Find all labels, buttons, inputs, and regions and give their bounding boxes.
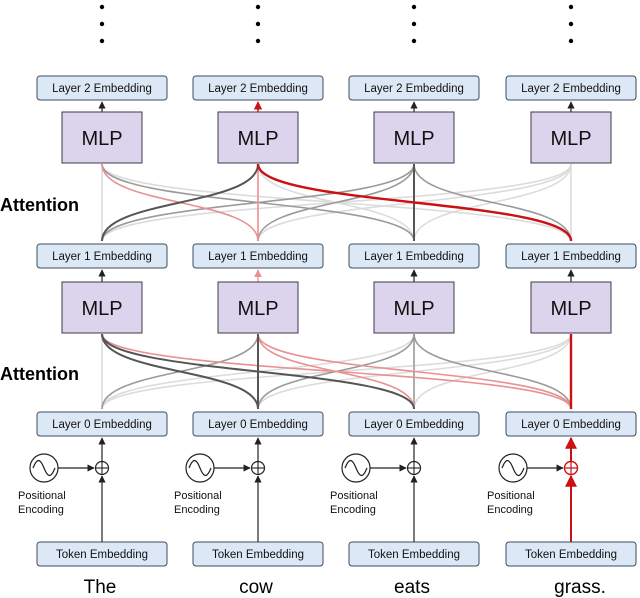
attention-lines-layer1	[101, 333, 573, 410]
attention-label-upper: Attention	[0, 195, 79, 215]
mlp-box-layer2	[217, 111, 299, 164]
layer2-embedding-label: Layer 2 Embedding	[364, 83, 464, 95]
attention-label-lower: Attention	[0, 364, 79, 384]
layer2-embedding-box	[192, 75, 324, 101]
layer1-embedding-box	[192, 243, 324, 269]
positional-encoding-label-line2: Encoding	[487, 504, 533, 516]
layer2-embedding-box	[36, 75, 168, 101]
positional-encoding-label-line1: Positional	[18, 490, 66, 502]
layer0-embedding-box	[36, 411, 168, 437]
continuation-dots	[99, 4, 574, 44]
layer2-embedding-box	[505, 75, 637, 101]
mlp-label: MLP	[393, 128, 434, 150]
mlp-label: MLP	[81, 298, 122, 320]
layer1-embedding-label: Layer 1 Embedding	[521, 251, 621, 263]
token-word: grass.	[554, 577, 606, 598]
attention-edge	[413, 163, 572, 242]
column-grass: Layer 2 Embedding MLP Layer 1 Embedding …	[487, 75, 637, 598]
layer1-embedding-box	[505, 243, 637, 269]
layer0-embedding-box	[348, 411, 480, 437]
mlp-label: MLP	[237, 128, 278, 150]
layer2-embedding-label: Layer 2 Embedding	[52, 83, 152, 95]
mlp-box-layer1	[217, 281, 299, 334]
column-eats: Layer 2 Embedding MLP Layer 1 Embedding …	[330, 75, 480, 598]
column-the: Layer 2 Embedding MLP Layer 1 Embedding …	[18, 75, 168, 598]
positional-encoding-label-line2: Encoding	[174, 504, 220, 516]
attention-lines-layer2	[101, 163, 573, 242]
attention-edge	[257, 333, 572, 410]
layer1-embedding-label: Layer 1 Embedding	[208, 251, 308, 263]
mlp-box-layer1	[373, 281, 455, 334]
token-embedding-label: Token Embedding	[368, 549, 460, 561]
mlp-label: MLP	[393, 298, 434, 320]
mlp-box-layer2	[373, 111, 455, 164]
positional-encoding-label-line2: Encoding	[18, 504, 64, 516]
mlp-box-layer1	[530, 281, 612, 334]
mlp-label: MLP	[81, 128, 122, 150]
layer1-embedding-label: Layer 1 Embedding	[364, 251, 464, 263]
layer2-embedding-label: Layer 2 Embedding	[521, 83, 621, 95]
mlp-box-layer2	[530, 111, 612, 164]
layer1-embedding-label: Layer 1 Embedding	[52, 251, 152, 263]
token-embedding-label: Token Embedding	[212, 549, 304, 561]
layer1-embedding-box	[348, 243, 480, 269]
token-embedding-box	[36, 541, 168, 567]
attention-edge	[101, 163, 259, 242]
positional-encoding-label-line1: Positional	[330, 490, 378, 502]
mlp-box-layer1	[61, 281, 143, 334]
layer0-embedding-label: Layer 0 Embedding	[208, 419, 308, 431]
layer0-embedding-box	[505, 411, 637, 437]
layer0-embedding-label: Layer 0 Embedding	[364, 419, 464, 431]
layer0-embedding-box	[192, 411, 324, 437]
attention-edge	[256, 163, 573, 242]
attention-edge	[101, 333, 259, 410]
attention-edge	[101, 333, 572, 410]
mlp-label: MLP	[550, 128, 591, 150]
token-word: eats	[394, 577, 430, 598]
layer2-embedding-label: Layer 2 Embedding	[208, 83, 308, 95]
attention-edge	[101, 333, 415, 410]
token-word: The	[84, 577, 117, 598]
positional-encoding-label-line2: Encoding	[330, 504, 376, 516]
token-embedding-label: Token Embedding	[56, 549, 148, 561]
positional-encoding-label-line1: Positional	[487, 490, 535, 502]
layer1-embedding-box	[36, 243, 168, 269]
token-word: cow	[239, 577, 273, 598]
attention-edge	[413, 333, 572, 410]
mlp-label: MLP	[550, 298, 591, 320]
token-embedding-box	[192, 541, 324, 567]
column-cow: Layer 2 Embedding MLP Layer 1 Embedding …	[174, 75, 324, 598]
token-embedding-box	[348, 541, 480, 567]
layer0-embedding-label: Layer 0 Embedding	[521, 419, 621, 431]
token-embedding-label: Token Embedding	[525, 549, 617, 561]
mlp-box-layer2	[61, 111, 143, 164]
attention-edge	[257, 163, 415, 242]
layer0-embedding-label: Layer 0 Embedding	[52, 419, 152, 431]
token-embedding-box	[505, 541, 637, 567]
layer2-embedding-box	[348, 75, 480, 101]
mlp-label: MLP	[237, 298, 278, 320]
positional-encoding-label-line1: Positional	[174, 490, 222, 502]
